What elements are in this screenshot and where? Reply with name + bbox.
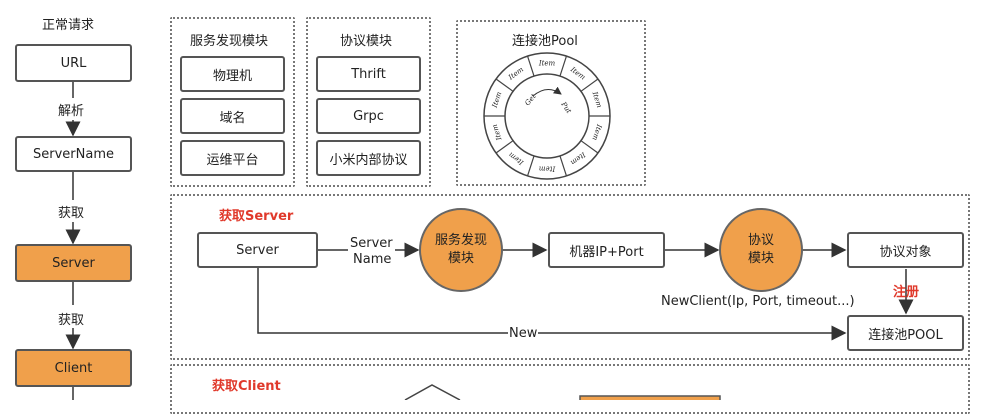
discovery-circle: 服务发现 模块 [419, 208, 503, 292]
parse-label: 解析 [58, 104, 85, 119]
protocol-circle-line2: 模块 [747, 251, 774, 266]
pool-ring-divider [526, 155, 535, 177]
protocol-module-title: 协议模块 [340, 34, 393, 49]
protocol-item-grpc: Grpc [316, 98, 421, 134]
pool-ring-divider [495, 140, 514, 154]
get-server-frame [170, 194, 970, 360]
discovery-item-ops: 运维平台 [180, 140, 285, 176]
discovery-item-domain: 域名 [180, 98, 285, 134]
box-partial [579, 395, 721, 400]
connector-lines [65, 82, 914, 400]
server-box: Server [197, 232, 318, 268]
discovery-module-title: 服务发现模块 [190, 34, 269, 49]
protocol-circle: 协议 模块 [719, 208, 803, 292]
get-label-2: 获取 [58, 313, 85, 328]
protocol-circle-line1: 协议 [747, 233, 774, 248]
edge-server-label: Server [350, 236, 393, 251]
protocol-item-xiaomi: 小米内部协议 [316, 140, 421, 176]
pool-ring-divider [559, 155, 568, 177]
url-box: URL [15, 44, 132, 82]
line-new-left [257, 268, 508, 334]
pool-title: 连接池Pool [512, 34, 578, 49]
pool-ring-divider [526, 55, 535, 77]
pool-ring-divider [580, 140, 599, 154]
pool-ring-divider [559, 55, 568, 77]
machine-box: 机器IP+Port [548, 232, 665, 268]
protocol-module-frame [306, 17, 431, 187]
pool-cycle-arrow [532, 86, 562, 97]
server-box-left: Server [15, 244, 132, 282]
protocol-object-box: 协议对象 [847, 232, 964, 268]
servername-box: ServerName [15, 136, 132, 172]
new-client-label: NewClient(Ip, Port, timeout...) [661, 294, 855, 309]
edge-name-label: Name [353, 252, 392, 267]
discovery-circle-line2: 模块 [447, 251, 474, 266]
pool-frame [456, 20, 646, 186]
pool-ring-divider [580, 78, 599, 92]
register-label: 注册 [893, 285, 920, 300]
protocol-item-thrift: Thrift [316, 56, 421, 92]
diamond-partial [404, 384, 461, 400]
pool-box: 连接池POOL [847, 315, 964, 351]
pool-ring-item: Item [538, 60, 556, 68]
get-client-frame [170, 364, 970, 414]
discovery-item-physical: 物理机 [180, 56, 285, 92]
client-box-left: Client [15, 349, 132, 387]
get-server-title: 获取Server [219, 209, 294, 224]
discovery-module-frame [170, 17, 295, 187]
get-client-title: 获取Client [212, 379, 281, 394]
get-label-1: 获取 [58, 206, 85, 221]
pool-ring: ItemItemItemItemItemItemItemItemItemItem… [483, 52, 611, 180]
discovery-circle-line1: 服务发现 [434, 233, 487, 248]
left-flow-title: 正常请求 [42, 18, 95, 33]
new-label: New [509, 326, 538, 341]
pool-ring-item: Item [538, 165, 556, 173]
pool-ring-divider [495, 78, 514, 92]
